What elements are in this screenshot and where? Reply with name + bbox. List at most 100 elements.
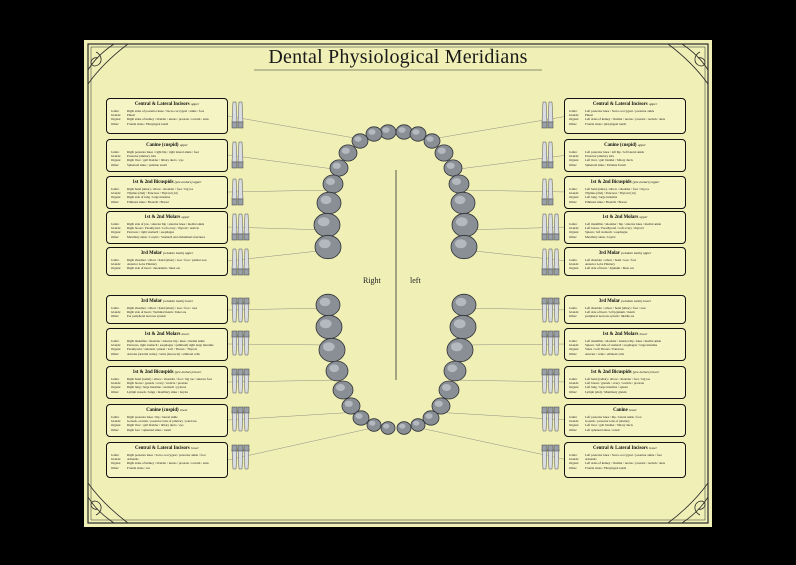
tooth-root-shape xyxy=(231,334,238,356)
field-label: Joints: xyxy=(111,222,120,226)
field-label: Glands: xyxy=(569,226,579,231)
box-subtitle: (pre-molars) upper xyxy=(632,180,660,184)
field-value: Left sides of kidney / bladder / uterus … xyxy=(585,117,665,122)
field-label: Other: xyxy=(111,465,120,470)
field-label: Other: xyxy=(111,314,120,319)
tooth-crown-shape xyxy=(243,368,250,376)
field-value: Left sides of kidney / bladder / uterus … xyxy=(585,461,665,466)
tooth-lower-left-9-highlight xyxy=(399,423,406,429)
field-value: Left posterior knee / Sacro-coccygeal / … xyxy=(585,109,655,113)
box-upper-left-molars: 1st & 2nd Molars upper Joints:Left mandi… xyxy=(564,211,686,244)
tooth-crown-shape xyxy=(547,268,554,276)
field-value: Left lung / large intestine xyxy=(585,195,618,200)
field-value: Adrenals xyxy=(585,457,597,462)
tooth-upper-right-1-highlight xyxy=(382,127,390,133)
field-value: Sphenoid sinus / Palatine Tonsil xyxy=(585,162,626,167)
field-label: Joints: xyxy=(111,339,120,343)
box-lower-left-molars: 1st & 2nd Molars lower Joints:Left mandi… xyxy=(564,328,686,361)
tooth-root-shape xyxy=(231,410,238,432)
field-value: Left liver / gall bladder / biliary duct… xyxy=(585,158,633,163)
field-label: Organs: xyxy=(569,117,580,122)
box-subtitle: upper xyxy=(181,215,190,219)
leader-line xyxy=(410,425,569,461)
tooth-root-shape xyxy=(237,301,244,323)
tooth-lower-left-4-highlight xyxy=(447,364,458,373)
tooth-upper-left-1-highlight xyxy=(398,127,406,133)
field-label: Glands: xyxy=(569,113,579,118)
field-label: Organs: xyxy=(111,230,122,235)
field-value: Left posterior knee / left hip / left la… xyxy=(585,150,645,154)
box-subtitle: upper xyxy=(190,102,200,106)
tooth-lower-right-2-highlight xyxy=(319,319,332,329)
tooth-crown-shape xyxy=(231,330,238,338)
tooth-root-shape xyxy=(237,178,244,200)
box-subtitle: lower xyxy=(628,408,637,412)
box-title: Canine (cuspid) xyxy=(604,143,637,148)
tooth-lower-right-7-highlight xyxy=(355,413,363,419)
field-value: Thymus (2nd) / Pancreas / Thyroid (1st) xyxy=(585,191,637,196)
tooth-root-shape xyxy=(553,301,560,323)
tooth-lower-right-4-highlight xyxy=(329,364,340,373)
tooth-crown-shape xyxy=(553,330,560,338)
field-label: Organs: xyxy=(111,347,122,352)
field-value: Sphenoid sinus / palatine tonsil xyxy=(127,162,167,167)
leader-line xyxy=(227,154,342,171)
field-value: peripheral nervous system / middle ear xyxy=(585,314,635,319)
field-value: Right side of heart / duodenum / inner e… xyxy=(127,266,181,271)
box-subtitle: lower xyxy=(181,332,190,336)
teeth xyxy=(313,124,479,435)
tooth-root-shape xyxy=(541,301,548,323)
box-subtitle: upper xyxy=(637,143,646,147)
field-value: Right posterior knee / right hip / right… xyxy=(127,150,199,154)
box-title: 1st & 2nd Molars xyxy=(144,215,181,220)
tooth-crown-shape xyxy=(237,233,244,241)
field-value: Maxillary sinus / larynx xyxy=(585,234,616,239)
field-value: Left shoulder / elbow / hand (ulnar) / f… xyxy=(585,306,646,310)
field-label: Organs: xyxy=(111,158,122,163)
field-value: Right posterior knee / Sacro-coccygeal /… xyxy=(127,453,206,457)
box-subtitle: upper xyxy=(639,215,648,219)
field-value: Arteries / veins / ethmoid cells xyxy=(585,351,625,356)
field-label: Glands: xyxy=(111,113,121,118)
box-title: 1st & 2nd Bicuspids xyxy=(590,180,632,185)
field-label: Other: xyxy=(569,121,578,126)
field-label: Glands: xyxy=(111,381,121,386)
box-upper-right-incisors: Central & Lateral Incisors upper Joints:… xyxy=(106,98,228,134)
field-label: Glands: xyxy=(111,154,121,159)
box-upper-right-bicuspids: 1st & 2nd Bicuspids (pre-molars) upper J… xyxy=(106,176,228,209)
tooth-crown-shape xyxy=(547,233,554,241)
tooth-root-shape xyxy=(541,448,548,470)
tooth-root-shape xyxy=(231,213,238,235)
field-value: Thymus (2nd) / Pancreas / Thyroid (1st) xyxy=(127,191,179,196)
tooth-crown-shape xyxy=(541,368,548,376)
field-value: Pineal xyxy=(127,113,135,118)
field-value: Left breast / gonads / ovary / testicle … xyxy=(585,381,645,386)
tooth-crown-shape xyxy=(231,161,238,169)
field-value: Right hand (radial) / elbow / shoulder /… xyxy=(127,377,213,381)
field-value: Anterior Lobe Pituitary xyxy=(127,262,157,267)
box-lower-left-third-molar: 3rd Molar (wisdom tooth) lower Joints:Le… xyxy=(564,295,686,324)
field-label: Other: xyxy=(111,351,120,356)
field-label: Other: xyxy=(111,121,120,126)
tooth-root-shape xyxy=(231,301,238,323)
field-value: Arteries (arterial veins) / veins (ileoc… xyxy=(127,351,200,356)
field-label: Other: xyxy=(569,389,578,394)
field-label: Other: xyxy=(111,199,120,204)
tooth-root-shape xyxy=(237,141,244,163)
field-value: Right lung / large intestine / stomach /… xyxy=(127,385,187,390)
side-tooth-left-3 xyxy=(541,213,560,241)
field-value: Pineal xyxy=(585,113,593,118)
tooth-root-shape xyxy=(547,410,554,432)
field-value: Right side of heart / Terminal ileum / I… xyxy=(127,310,187,315)
tooth-upper-right-9-highlight xyxy=(318,239,331,249)
tooth-root-shape xyxy=(243,248,250,270)
side-tooth-left-2 xyxy=(541,178,554,206)
tooth-root-shape xyxy=(237,410,244,432)
tooth-crown-shape xyxy=(541,406,548,414)
box-subtitle: (wisdom tooth) upper xyxy=(621,251,652,255)
tooth-root-shape xyxy=(541,213,548,235)
tooth-lower-left-6-highlight xyxy=(434,400,443,407)
tooth-crown-shape xyxy=(541,297,548,305)
box-title: 1st & 2nd Bicuspids xyxy=(590,370,632,375)
field-label: Joints: xyxy=(111,150,120,154)
